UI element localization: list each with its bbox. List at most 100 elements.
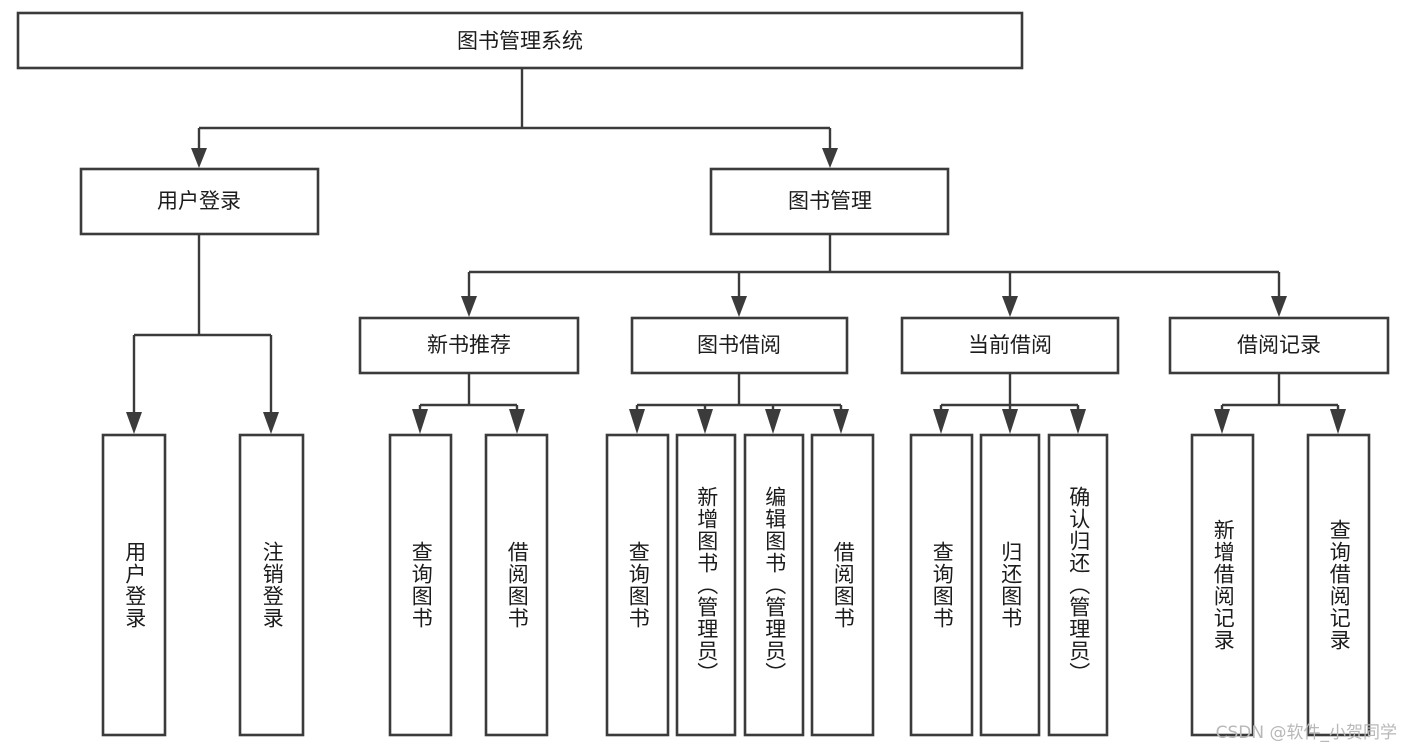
- node-book-borrow-box[interactable]: [630, 316, 849, 375]
- leaf-label: 编辑图书（管理员）: [762, 486, 787, 684]
- arrow-head-user-login: [191, 148, 207, 168]
- leaf-node-bb-edit-book-admin-text: 编辑图书（管理员）: [762, 486, 787, 684]
- node-current-borrow[interactable]: 当前借阅: [900, 316, 1120, 375]
- node-book-borrow-label: 图书借阅: [697, 333, 781, 357]
- leaf-node-bb-borrow-book-box[interactable]: [810, 433, 875, 737]
- leaf-node-cb-confirm-return-admin-text: 确认归还（管理员）: [1066, 486, 1091, 684]
- leaf-node-bb-add-book-admin-box[interactable]: [675, 433, 737, 737]
- connector-group-root: [191, 68, 838, 168]
- leaf-label: 查询图书: [626, 541, 651, 629]
- node-new-book-recommend[interactable]: 新书推荐: [358, 316, 580, 375]
- leaf-label: 确认归还（管理员）: [1066, 486, 1091, 684]
- node-book-management[interactable]: 图书管理: [709, 167, 950, 236]
- leaf-node-nb-borrow-book[interactable]: 借阅图书: [484, 433, 549, 737]
- node-current-borrow-box[interactable]: [900, 316, 1120, 375]
- leaf-node-logout-text: 注销登录: [260, 541, 285, 629]
- node-user-login-label: 用户登录: [157, 189, 241, 213]
- node-borrow-records-label: 借阅记录: [1237, 333, 1321, 357]
- node-user-login[interactable]: 用户登录: [79, 167, 320, 236]
- leaf-node-br-add-record[interactable]: 新增借阅记录: [1190, 433, 1255, 737]
- node-root-system-label: 图书管理系统: [457, 29, 583, 53]
- leaf-node-br-add-record-box[interactable]: [1190, 433, 1255, 737]
- leaf-node-bb-query-book-box[interactable]: [605, 433, 670, 737]
- connector-group-book-borrow: [629, 373, 849, 434]
- arrow-head-bb-leaf-1: [629, 409, 645, 434]
- leaf-node-logout-box[interactable]: [238, 433, 305, 737]
- leaf-node-cb-query-book[interactable]: 查询图书: [909, 433, 974, 737]
- leaf-node-bb-add-book-admin[interactable]: 新增图书（管理员）: [675, 433, 737, 737]
- arrow-head-book-borrow: [731, 296, 747, 317]
- leaf-node-br-query-record-text: 查询借阅记录: [1327, 519, 1352, 651]
- leaf-node-user-login-action[interactable]: 用户登录: [101, 433, 167, 737]
- connector-group-current-borrow: [933, 373, 1086, 434]
- leaf-node-bb-borrow-book-text: 借阅图书: [831, 541, 856, 629]
- arrow-head-bb-leaf-4: [833, 409, 849, 434]
- node-current-borrow-label: 当前借阅: [968, 333, 1052, 357]
- leaf-node-bb-edit-book-admin[interactable]: 编辑图书（管理员）: [743, 433, 805, 737]
- node-root-system-box[interactable]: [16, 11, 1024, 70]
- node-borrow-records[interactable]: 借阅记录: [1168, 316, 1390, 375]
- connector-group-user-login: [126, 234, 279, 434]
- connector-group-book-mgmt: [461, 234, 1287, 317]
- arrow-head-cb-leaf-1: [933, 409, 949, 434]
- leaf-node-br-query-record-box[interactable]: [1306, 433, 1371, 737]
- arrow-head-cb-leaf-3: [1070, 409, 1086, 434]
- leaf-label: 借阅图书: [831, 541, 856, 629]
- leaf-node-user-login-action-text: 用户登录: [122, 541, 147, 629]
- node-new-book-recommend-box[interactable]: [358, 316, 580, 375]
- leaf-node-nb-borrow-book-box[interactable]: [484, 433, 549, 737]
- arrow-head-br-leaf-2: [1330, 409, 1346, 434]
- node-root-system[interactable]: 图书管理系统: [16, 11, 1024, 70]
- leaf-node-user-login-action-box[interactable]: [101, 433, 167, 737]
- node-book-management-label: 图书管理: [788, 189, 872, 213]
- leaf-node-bb-query-book-text: 查询图书: [626, 541, 651, 629]
- leaf-label: 借阅图书: [505, 541, 530, 629]
- arrow-head-book-mgmt: [822, 148, 838, 168]
- leaf-node-br-add-record-text: 新增借阅记录: [1211, 519, 1236, 651]
- leaf-node-bb-add-book-admin-text: 新增图书（管理员）: [694, 486, 719, 684]
- node-new-book-recommend-label: 新书推荐: [427, 333, 511, 357]
- arrow-head-borrow-records: [1271, 296, 1287, 317]
- node-user-login-box[interactable]: [79, 167, 320, 236]
- arrow-head-new-book: [461, 296, 477, 317]
- leaf-node-cb-confirm-return-admin-box[interactable]: [1047, 433, 1109, 737]
- arrow-head-leaf-user-login: [126, 412, 142, 434]
- arrow-head-leaf-logout: [263, 412, 279, 434]
- node-borrow-records-box[interactable]: [1168, 316, 1390, 375]
- arrow-head-br-leaf-1: [1214, 409, 1230, 434]
- leaf-node-bb-borrow-book[interactable]: 借阅图书: [810, 433, 875, 737]
- arrow-head-bb-leaf-2: [697, 409, 713, 434]
- leaf-node-cb-return-book[interactable]: 归还图书: [979, 433, 1041, 737]
- leaf-label: 用户登录: [122, 541, 147, 629]
- leaf-label: 查询图书: [409, 541, 434, 629]
- leaf-label: 查询图书: [930, 541, 955, 629]
- leaf-node-bb-edit-book-admin-box[interactable]: [743, 433, 805, 737]
- arrow-head-current-borrow: [1002, 296, 1018, 317]
- leaf-label: 归还图书: [998, 541, 1023, 629]
- node-book-borrow[interactable]: 图书借阅: [630, 316, 849, 375]
- leaf-node-nb-query-book-box[interactable]: [388, 433, 453, 737]
- leaf-node-cb-return-book-text: 归还图书: [998, 541, 1023, 629]
- leaf-node-nb-borrow-book-text: 借阅图书: [505, 541, 530, 629]
- leaf-node-nb-query-book-text: 查询图书: [409, 541, 434, 629]
- leaf-label: 新增借阅记录: [1211, 519, 1236, 651]
- node-book-management-box[interactable]: [709, 167, 950, 236]
- leaf-node-cb-query-book-box[interactable]: [909, 433, 974, 737]
- leaf-node-logout[interactable]: 注销登录: [238, 433, 305, 737]
- leaf-label: 新增图书（管理员）: [694, 486, 719, 684]
- connector-group-borrow-records: [1214, 373, 1346, 434]
- leaf-node-br-query-record[interactable]: 查询借阅记录: [1306, 433, 1371, 737]
- arrow-head-nb-leaf-2: [509, 409, 525, 434]
- leaf-label: 查询借阅记录: [1327, 519, 1352, 651]
- arrow-head-nb-leaf-1: [412, 409, 428, 434]
- leaf-node-nb-query-book[interactable]: 查询图书: [388, 433, 453, 737]
- leaf-node-cb-return-book-box[interactable]: [979, 433, 1041, 737]
- leaf-node-cb-query-book-text: 查询图书: [930, 541, 955, 629]
- leaf-label: 注销登录: [260, 541, 285, 629]
- leaf-node-bb-query-book[interactable]: 查询图书: [605, 433, 670, 737]
- leaf-node-cb-confirm-return-admin[interactable]: 确认归还（管理员）: [1047, 433, 1109, 737]
- arrow-head-bb-leaf-3: [765, 409, 781, 434]
- connector-group-new-book: [412, 373, 525, 434]
